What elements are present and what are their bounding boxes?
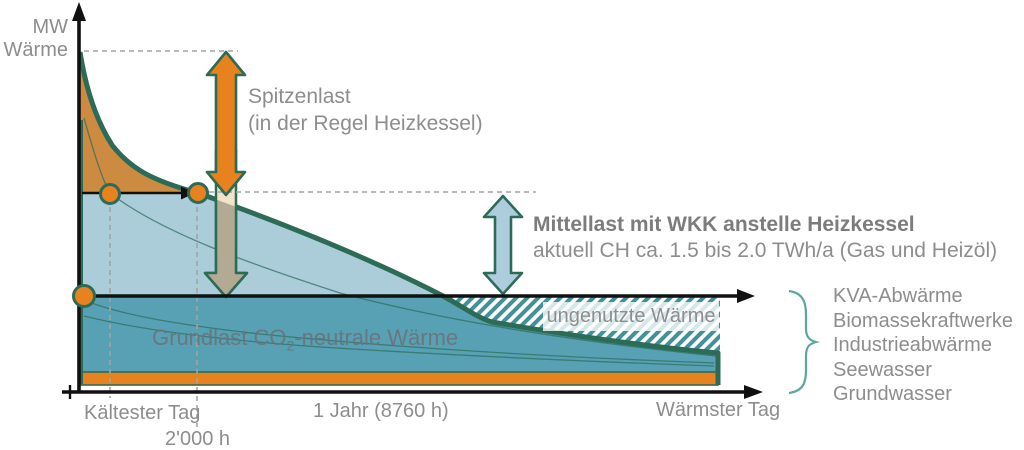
- peak-load-annotation: Spitzenlast (in der Regel Heizkessel): [248, 83, 483, 137]
- base-load-area: [80, 296, 718, 374]
- base-load-label-prefix: Grundlast CO: [152, 325, 287, 350]
- y-axis-label: MW Wärme: [0, 16, 68, 62]
- heat-source-item: Biomassekraftwerke: [833, 309, 1014, 332]
- heat-source-item: KVA-Abwärme: [833, 285, 963, 307]
- marker-dot-origin: [72, 284, 96, 308]
- medium-load-annotation-line2: aktuell CH ca. 1.5 bis 2.0 TWh/a (Gas un…: [533, 239, 998, 262]
- heat-source-item: Seewasser: [833, 358, 932, 381]
- unused-heat-label: ungenutzte Wärme: [543, 302, 719, 331]
- medium-load-annotation: Mittellast mit WKK anstelle Heizkessel a…: [533, 212, 997, 264]
- peak-load-annotation-line2: (in der Regel Heizkessel): [248, 112, 483, 135]
- duration-curve: [77, 51, 721, 385]
- marker-dot-coldest: [99, 183, 121, 205]
- peak-load-annotation-line1: Spitzenlast: [248, 85, 351, 108]
- peak-load-area: [80, 52, 198, 193]
- base-band-orange: [79, 371, 719, 386]
- x-axis-label-coldest-day: Kältester Tag: [84, 402, 201, 424]
- base-load-label-suffix: -neutrale Wärme: [294, 325, 459, 350]
- mid-axis-line: [78, 289, 755, 303]
- x-axis: [62, 385, 763, 399]
- heat-source-item: Grundwasser: [833, 383, 952, 405]
- heat-sources-list: KVA-Abwärme Biomassekraftwerke Industrie…: [833, 284, 1013, 407]
- x-axis-label-year: 1 Jahr (8760 h): [313, 400, 449, 422]
- dashed-guides: [84, 50, 238, 427]
- sources-brace: [788, 289, 821, 395]
- marker-dot-2000h: [187, 182, 209, 204]
- heat-source-item: Industrieabwärme: [833, 334, 992, 356]
- y-axis: [72, 2, 86, 393]
- y-axis-label-line1: MW: [32, 16, 68, 38]
- base-load-label: Grundlast CO2-neutrale Wärme: [152, 325, 458, 353]
- marker-dots: [72, 182, 209, 308]
- medium-load-double-arrow: [482, 194, 524, 296]
- peak-load-double-arrow: [205, 50, 247, 197]
- x-axis-label-2000h: 2'000 h: [165, 428, 230, 450]
- base-load-label-subscript: 2: [286, 337, 295, 354]
- medium-load-annotation-line1: Mittellast mit WKK anstelle Heizkessel: [533, 213, 915, 236]
- medium-load-area: [80, 193, 443, 296]
- y-axis-label-line2: Wärme: [3, 39, 68, 61]
- x-axis-label-warmest-day: Wärmster Tag: [656, 399, 781, 421]
